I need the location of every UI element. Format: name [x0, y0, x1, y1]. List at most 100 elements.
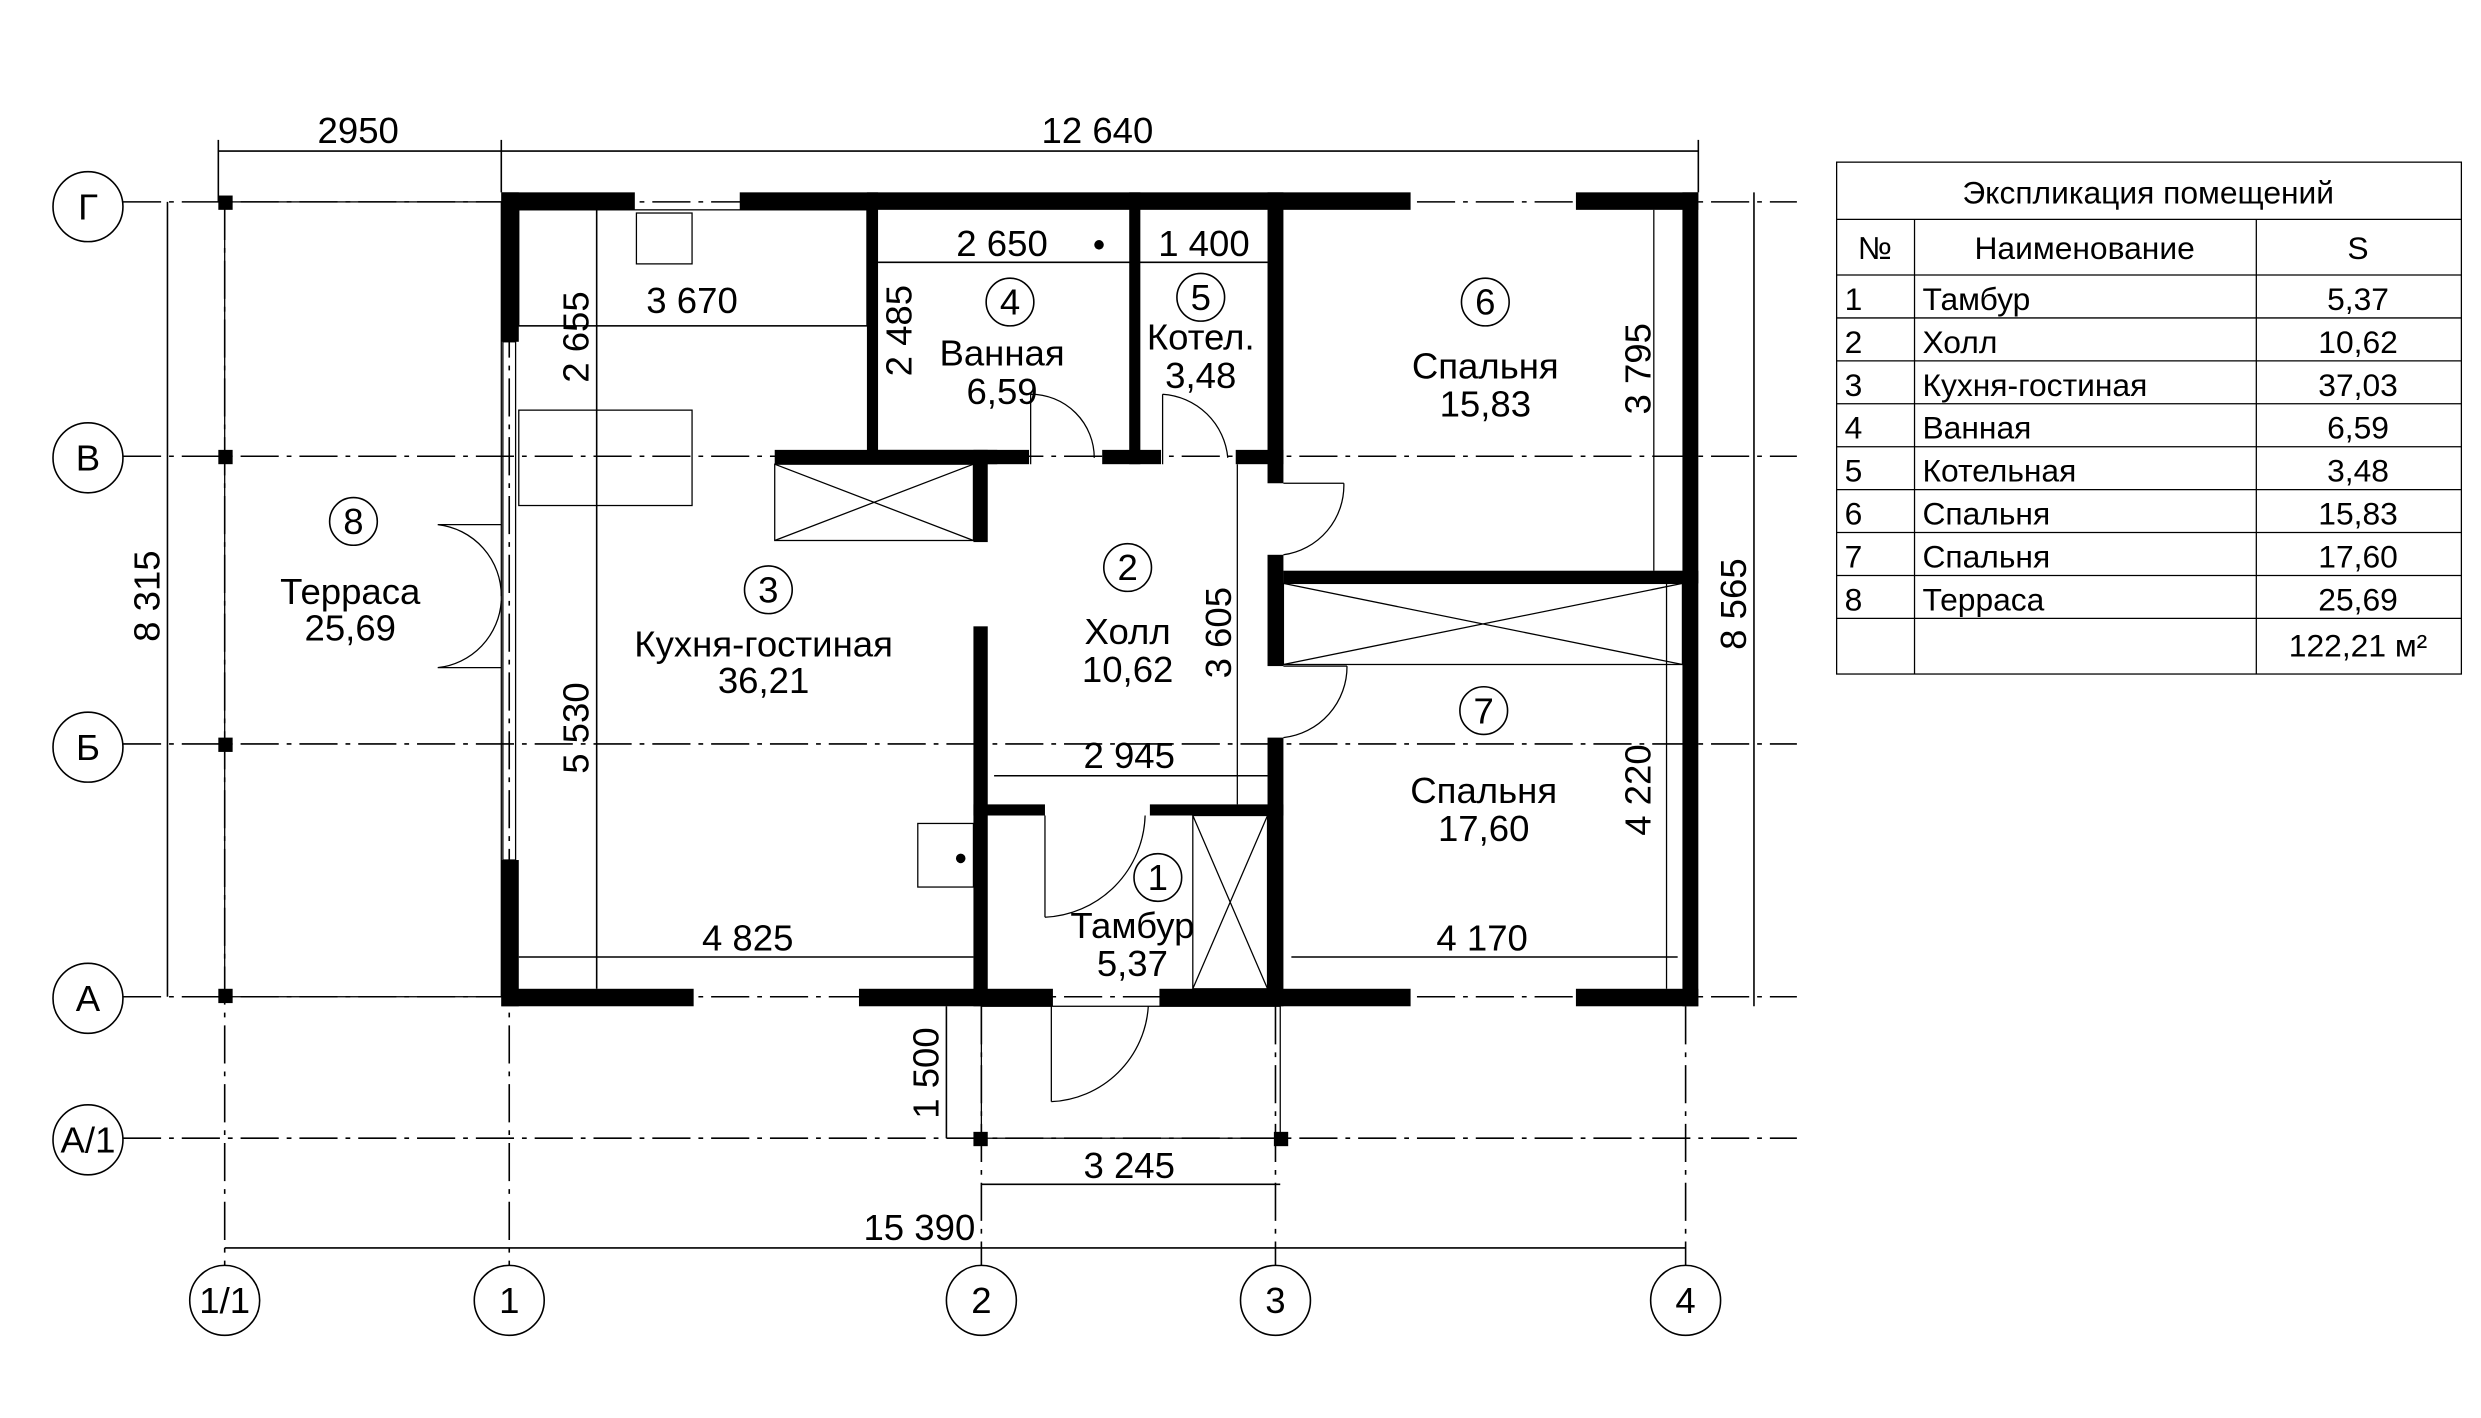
svg-text:17,60: 17,60 [1438, 808, 1529, 849]
svg-text:Спальня: Спальня [1412, 345, 1559, 386]
svg-text:Кухня-гостиная: Кухня-гостиная [634, 624, 893, 665]
table-cell: Котельная [1922, 453, 2076, 489]
svg-text:36,21: 36,21 [718, 660, 809, 701]
svg-text:6,59: 6,59 [966, 371, 1037, 412]
room-labels: 8 Терраса 25,69 3 Кухня-гостиная 36,21 4… [280, 272, 1559, 984]
axis-label-col: 1 [499, 1280, 519, 1321]
table-cell: 7 [1845, 539, 1863, 575]
dimension-lines [166, 139, 1755, 1249]
dim-boiler-width: 1 400 [1158, 223, 1249, 264]
dim-top-main: 12 640 [1042, 110, 1154, 151]
table-cell: 8 [1845, 581, 1863, 617]
svg-text:Тамбур: Тамбур [1070, 905, 1194, 946]
axis-label-col: 1/1 [199, 1280, 250, 1321]
table-row: 8 Терраса 25,69 [1845, 581, 2398, 617]
dim-kitchen-upper-width: 3 670 [646, 280, 737, 321]
dim-top-left: 2950 [318, 110, 399, 151]
axis-label-row: Г [78, 186, 98, 227]
axis-label-row: А/1 [61, 1120, 116, 1161]
table-cell: 15,83 [2318, 496, 2398, 532]
dim-hall-depth: 3 605 [1198, 587, 1239, 678]
room-7-label: 7 Спальня 17,60 [1410, 685, 1557, 849]
svg-text:7: 7 [1474, 690, 1494, 731]
svg-text:6: 6 [1475, 282, 1495, 323]
table-header: Наименование [1974, 230, 2194, 266]
terrace [218, 195, 502, 1004]
axis-label-col: 4 [1675, 1280, 1695, 1321]
dim-porch-depth: 1 500 [905, 1027, 946, 1118]
svg-text:2: 2 [1117, 547, 1137, 588]
svg-text:Холл: Холл [1085, 611, 1171, 652]
table-cell: 37,03 [2318, 367, 2398, 403]
table-cell: 3 [1845, 367, 1863, 403]
stove [917, 822, 975, 888]
room-8-label: 8 Терраса 25,69 [280, 496, 421, 649]
table-cell: Терраса [1922, 581, 2044, 617]
dim-kitchen-depth: 5 530 [556, 682, 597, 773]
axis-label-col: 2 [971, 1280, 991, 1321]
axis-label-row: Б [76, 727, 100, 768]
table-cell: Ванная [1922, 410, 2031, 446]
dim-bed7-width: 4 170 [1436, 918, 1527, 959]
table-row: 6 Спальня 15,83 [1845, 496, 2398, 532]
table-cell: Тамбур [1922, 281, 2030, 317]
axis-label-row: В [76, 438, 100, 479]
dim-porch-width: 3 245 [1083, 1145, 1174, 1186]
svg-text:3: 3 [758, 569, 778, 610]
table-cell: Спальня [1922, 539, 2050, 575]
table-row: 7 Спальня 17,60 [1845, 539, 2398, 575]
dim-bath-width: 2 650 [956, 223, 1047, 264]
svg-text:1: 1 [1148, 857, 1168, 898]
svg-text:3,48: 3,48 [1165, 355, 1236, 396]
sink-icon [635, 212, 693, 265]
table-cell: Холл [1922, 324, 1997, 360]
svg-text:8: 8 [343, 501, 363, 542]
column-axis-bubbles: 1/1 1 2 3 4 [188, 1264, 1722, 1337]
table-cell: 6 [1845, 496, 1863, 532]
table-cell: 1 [1845, 281, 1863, 317]
svg-text:15,83: 15,83 [1440, 383, 1531, 424]
room-5-label: 5 Котел. 3,48 [1147, 272, 1255, 396]
svg-text:Терраса: Терраса [280, 571, 421, 612]
table-cell: 17,60 [2318, 539, 2398, 575]
dining-table [518, 409, 693, 507]
dim-hall-width: 2 945 [1083, 735, 1174, 776]
table-header: S [2347, 230, 2368, 266]
dim-kitchen-upper-depth: 2 655 [556, 291, 597, 382]
table-cell: 4 [1845, 410, 1863, 446]
dimension-texts: 2950 12 640 8 315 8 565 15 390 3 245 1 5… [127, 110, 1755, 1248]
table-cell: 10,62 [2318, 324, 2398, 360]
svg-text:4: 4 [1000, 282, 1020, 323]
table-cell: 6,59 [2327, 410, 2389, 446]
table-cell: Кухня-гостиная [1922, 367, 2147, 403]
fixtures [518, 209, 1684, 1139]
room-6-label: 6 Спальня 15,83 [1412, 277, 1559, 424]
room-3-label: 3 Кухня-гостиная 36,21 [634, 565, 893, 701]
table-cell: Спальня [1922, 496, 2050, 532]
axis-label-col: 3 [1265, 1280, 1285, 1321]
svg-text:Котел.: Котел. [1147, 317, 1255, 358]
svg-text:5: 5 [1191, 277, 1211, 318]
dim-kitchen-width: 4 825 [702, 918, 793, 959]
svg-text:10,62: 10,62 [1082, 649, 1173, 690]
doors [437, 393, 1348, 1103]
svg-text:25,69: 25,69 [305, 608, 396, 649]
table-row: 4 Ванная 6,59 [1845, 410, 2389, 446]
table-cell: 5 [1845, 453, 1863, 489]
svg-text:5,37: 5,37 [1097, 943, 1168, 984]
dim-bottom-total: 15 390 [863, 1207, 975, 1248]
room-4-label: 4 Ванная 6,59 [939, 277, 1065, 412]
room-schedule-table: Экспликация помещений № Наименование S 1… [1835, 161, 2463, 675]
table-header: № [1858, 230, 1892, 266]
dim-right-total: 8 565 [1713, 558, 1754, 649]
table-total: 122,21 м² [2289, 628, 2427, 664]
table-row: 3 Кухня-гостиная 37,03 [1845, 367, 2398, 403]
dim-left-total: 8 315 [127, 550, 168, 641]
table-cell: 5,37 [2327, 281, 2389, 317]
dim-bath-depth: 2 485 [878, 285, 919, 376]
table-cell: 25,69 [2318, 581, 2398, 617]
room-2-label: 2 Холл 10,62 [1082, 542, 1173, 690]
